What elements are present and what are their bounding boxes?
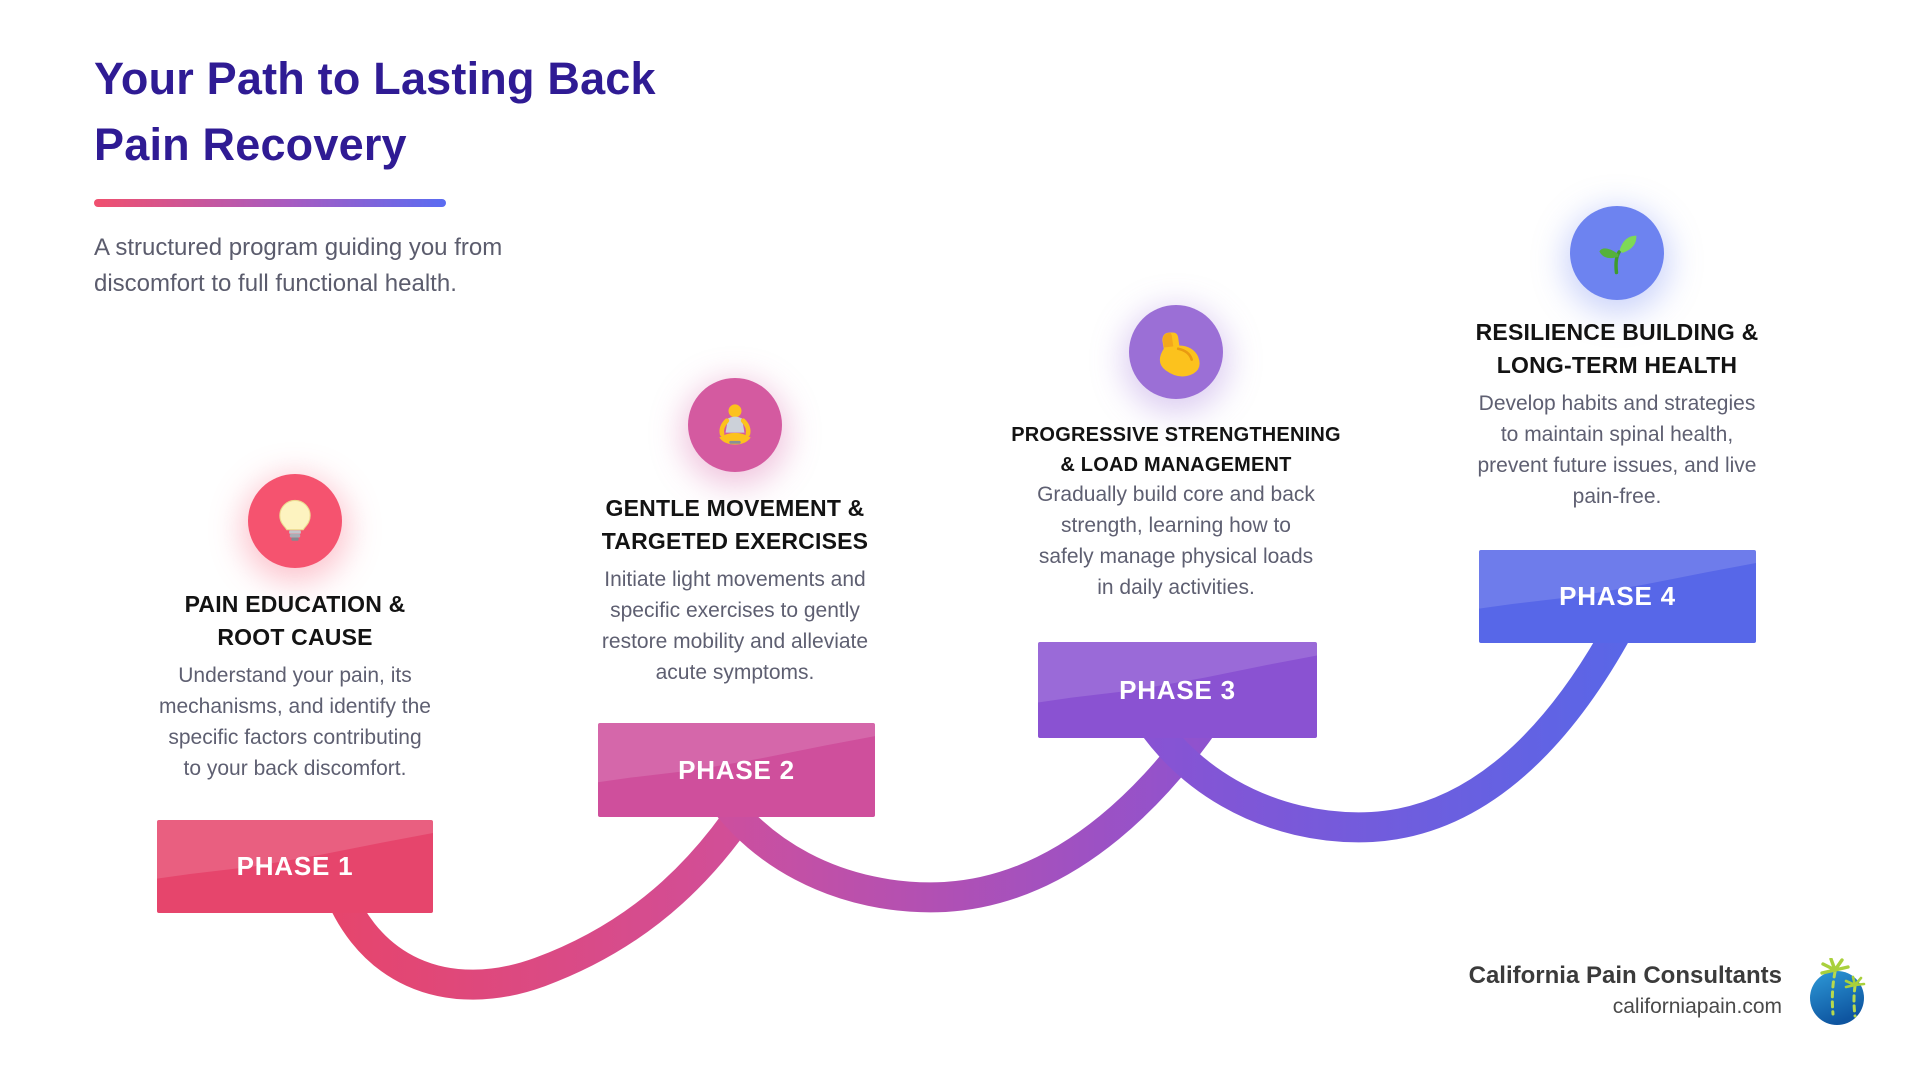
curve-phase2-to-phase3 (685, 653, 1255, 913)
footer-website: californiapain.com (1612, 995, 1782, 1018)
phase3-description: Gradually build core and back strength, … (1037, 483, 1315, 599)
phase4-title-line2: LONG-TERM HEALTH (1496, 352, 1738, 378)
phase2-title: GENTLE MOVEMENT & TARGETED EXERCISES (565, 492, 905, 558)
flexed-biceps-icon (1159, 332, 1200, 377)
curve-phase3-to-phase4 (1113, 555, 1663, 843)
page-title-line2: Pain Recovery (94, 119, 407, 170)
phase4-description: Develop habits and strategies to maintai… (1477, 392, 1757, 508)
phase3-label-box: PHASE 3 (1038, 642, 1317, 738)
california-pain-globe-logo (1810, 958, 1866, 1025)
title-underline (94, 199, 446, 207)
phase2-description: Initiate light movements and specific ex… (601, 568, 869, 684)
phase4-title: RESILIENCE BUILDING & LONG-TERM HEALTH (1447, 316, 1787, 382)
footer-company-name: California Pain Consultants (1468, 962, 1782, 989)
page-title: Your Path to Lasting Back Pain Recovery (94, 46, 734, 178)
phase4-icon-circle (1570, 206, 1664, 300)
phase1-icon-circle (248, 474, 342, 568)
page-subtitle: A structured program guiding you from di… (94, 230, 614, 302)
phase1-title: PAIN EDUCATION & ROOT CAUSE (125, 588, 465, 654)
subtitle-line1: A structured program guiding you from (94, 234, 503, 261)
lightbulb-icon (279, 499, 311, 541)
phase1-label: PHASE 1 (236, 851, 354, 881)
phase4-title-line1: RESILIENCE BUILDING & (1475, 319, 1759, 345)
phase1-title-line2: ROOT CAUSE (217, 624, 373, 650)
phase3-title: PROGRESSIVE STRENGTHENING & LOAD MANAGEM… (1006, 420, 1346, 480)
phase1-description: Understand your pain, its mechanisms, an… (159, 664, 431, 780)
phase3-label: PHASE 3 (1119, 674, 1236, 705)
phase2-title-line2: TARGETED EXERCISES (601, 528, 869, 554)
phase2-label-box: PHASE 2 (598, 723, 875, 817)
phase3-title-line1: PROGRESSIVE STRENGTHENING (1011, 424, 1341, 446)
phase1-title-line1: PAIN EDUCATION & (184, 591, 406, 617)
phase2-label: PHASE 2 (678, 754, 795, 785)
phase1-label-box: PHASE 1 (157, 820, 433, 913)
lotus-meditation-icon (719, 404, 751, 445)
phase3-icon-circle (1129, 305, 1223, 399)
phase4-label-box: PHASE 4 (1479, 550, 1756, 643)
phase3-title-line2: & LOAD MANAGEMENT (1060, 454, 1292, 476)
subtitle-line2: discomfort to full functional health. (94, 270, 457, 297)
phase4-label: PHASE 4 (1559, 581, 1676, 611)
footer: California Pain Consultants californiapa… (1469, 960, 1782, 1022)
phase2-title-line1: GENTLE MOVEMENT & (605, 495, 865, 521)
phase2-icon-circle (688, 378, 782, 472)
seedling-icon (1599, 235, 1637, 275)
curve-phase1-to-phase2 (315, 743, 790, 1000)
page-title-line1: Your Path to Lasting Back (94, 53, 656, 104)
